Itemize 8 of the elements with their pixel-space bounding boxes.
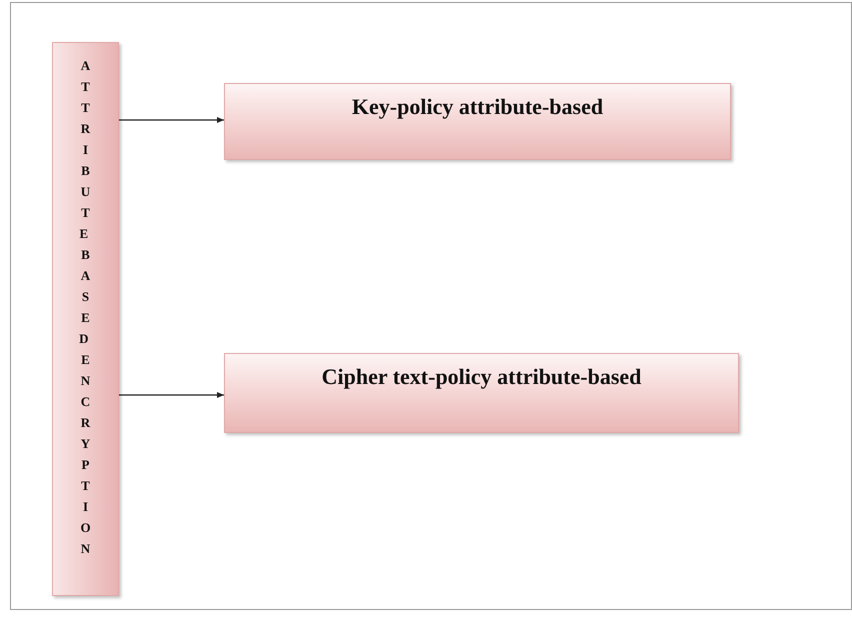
arrow [119,392,224,398]
process-box [224,353,739,433]
process-box [224,83,731,160]
vertical-title-bar [52,42,119,596]
box-label: Key-policy attribute-based [352,93,604,121]
box-label: Cipher text-policy attribute-based [322,363,642,391]
vertical-title: ATTRIBUTE BASED ENCRYPTION [79,57,92,558]
arrow [119,117,224,123]
